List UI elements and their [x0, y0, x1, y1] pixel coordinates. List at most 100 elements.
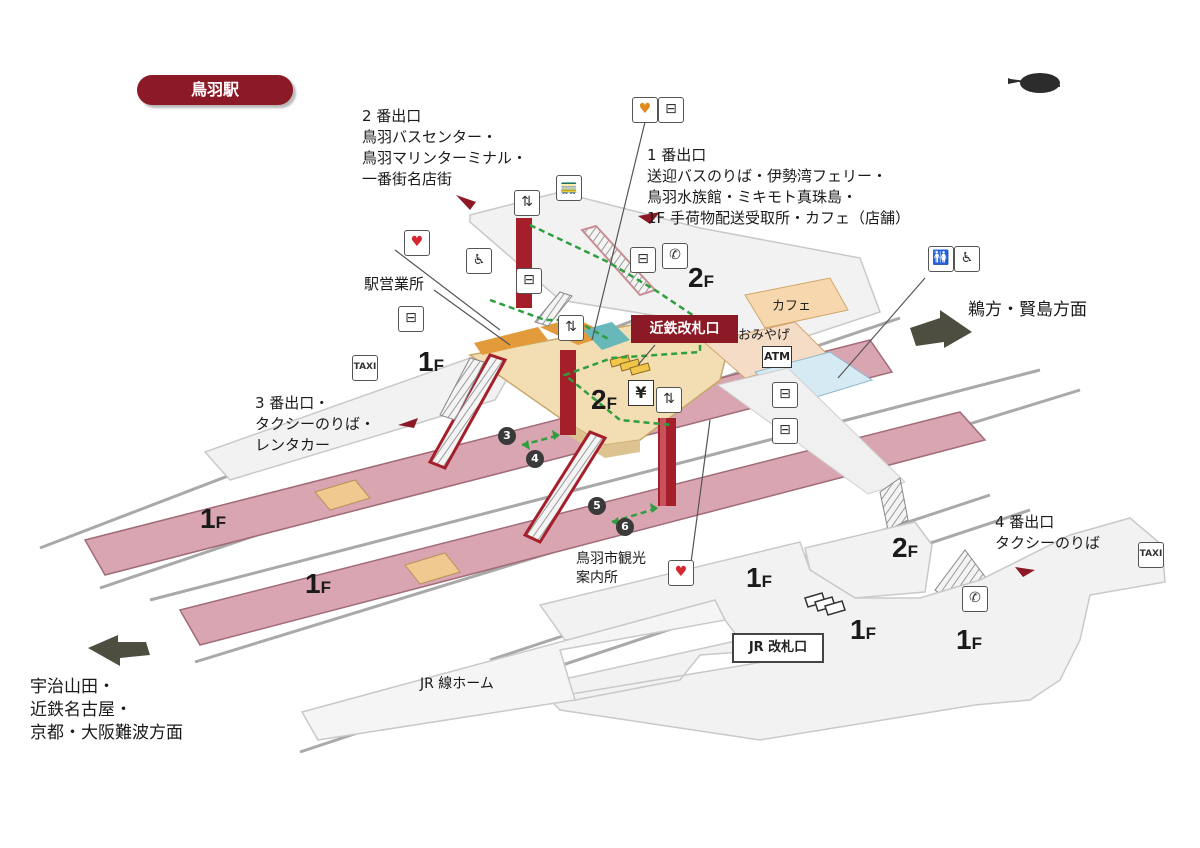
- heart-icon: ♥: [632, 97, 658, 123]
- station-title: 鳥羽駅: [137, 75, 293, 105]
- souvenir-label: おみやげ: [738, 328, 791, 343]
- floor-num: 1: [850, 614, 866, 645]
- taxi-icon: TAXI: [1138, 542, 1164, 568]
- floor-num: 1: [305, 568, 321, 599]
- bus-icon: 🚃: [556, 175, 582, 201]
- taxi-icon: TAXI: [352, 355, 378, 381]
- locker-icon: ⊟: [398, 306, 424, 332]
- exit-2-line-2: 鳥羽バスセンター・: [362, 128, 498, 146]
- platform-5-6: [178, 411, 987, 646]
- floor-label-1f-jr-a: 1F: [746, 562, 772, 594]
- direction-east: 鵜方・賢島方面: [968, 300, 1087, 320]
- elevator-icon: ⇅: [514, 190, 540, 216]
- exit-2-line-3: 鳥羽マリンターミナル・: [362, 149, 528, 167]
- exit-4-line-1: 4 番出口: [995, 513, 1055, 531]
- floor-suffix: F: [320, 578, 331, 597]
- locker-icon: ⊟: [772, 382, 798, 408]
- floor-num: 2: [688, 262, 704, 293]
- jr-platform-label: JR 線ホーム: [420, 676, 494, 692]
- platform-number-3: 3: [498, 427, 516, 445]
- floor-num: 1: [956, 624, 972, 655]
- wheelchair-icon: ♿: [954, 246, 980, 272]
- phone-icon: ✆: [662, 243, 688, 269]
- locker-icon: ⊟: [658, 97, 684, 123]
- leader-lines: [394, 121, 926, 571]
- floor-label-1f-jr-c: 1F: [956, 624, 982, 656]
- locker-icon: ⊟: [772, 418, 798, 444]
- jr-platform: [300, 599, 727, 741]
- elevator-icon: ⇅: [558, 315, 584, 341]
- tourist-info-label: 鳥羽市観光 案内所: [576, 550, 646, 588]
- tourist-info-line-1: 鳥羽市観光: [576, 551, 646, 567]
- station-office-label: 駅営業所: [364, 275, 425, 293]
- exit-2-line-4: 一番街名店街: [362, 170, 453, 188]
- exit-4-label: 4 番出口 タクシーのりば: [995, 512, 1100, 554]
- floor-label-1f-jr-b: 1F: [850, 614, 876, 646]
- stairs: [427, 224, 996, 606]
- floor-num: 1: [746, 562, 762, 593]
- floor-num: 2: [591, 384, 607, 415]
- jr-gate-label: JR 改札口: [732, 633, 824, 663]
- floor-label-2f-concourse: 2F: [591, 384, 617, 416]
- arrow-east: [910, 310, 972, 348]
- cafe-label: カフェ: [772, 299, 812, 314]
- platform-marker-1: [314, 479, 371, 511]
- floor-num: 1: [418, 346, 434, 377]
- platform-number-6: 6: [616, 518, 634, 536]
- compass-icon: [1008, 73, 1061, 93]
- platform-number-4: 4: [526, 450, 544, 468]
- exit-3-line-3: レンタカー: [255, 436, 331, 454]
- exit-arrows: [398, 195, 1035, 577]
- platform-number-5: 5: [588, 497, 606, 515]
- exit-2-label: 2 番出口 鳥羽バスセンター・ 鳥羽マリンターミナル・ 一番街名店街: [362, 106, 527, 190]
- direction-west-line-3: 京都・大阪難波方面: [30, 723, 183, 743]
- cafe-area: [744, 277, 849, 329]
- locker-icon: ⊟: [630, 247, 656, 273]
- phone-icon: ✆: [962, 586, 988, 612]
- arrow-west: [88, 635, 150, 666]
- floor-num: 1: [200, 503, 216, 534]
- exit-4-line-2: タクシーのりば: [995, 534, 1101, 552]
- exit-1-line-4: 1F 手荷物配送受取所・カフェ（店舗）: [647, 209, 910, 227]
- ticket-area: [474, 327, 548, 355]
- locker-icon: ⊟: [516, 268, 542, 294]
- exit-3-line-2: タクシーのりば・: [255, 415, 376, 433]
- floor-label-1f-exit3: 1F: [418, 346, 444, 378]
- exit-1-line-1: 1 番出口: [647, 146, 707, 164]
- heart-icon: ♥: [404, 230, 430, 256]
- floor-suffix: F: [865, 624, 876, 643]
- atm-icon: ATM: [762, 346, 792, 368]
- tourist-info-line-2: 案内所: [576, 570, 618, 586]
- kintetsu-gate-label: 近鉄改札口: [631, 315, 738, 343]
- concourse-2f-front: [560, 418, 640, 458]
- floor-label-2f-north: 2F: [688, 262, 714, 294]
- floor-suffix: F: [606, 394, 617, 413]
- floor-label-1f-platform-b: 1F: [305, 568, 331, 600]
- floor-suffix: F: [433, 356, 444, 375]
- floor-suffix: F: [971, 634, 982, 653]
- exit-3-label: 3 番出口・ タクシーのりば・ レンタカー: [255, 393, 375, 456]
- elevator-icon: ⇅: [656, 387, 682, 413]
- direction-west-line-1: 宇治山田・: [30, 677, 115, 697]
- exit-3-line-1: 3 番出口・: [255, 394, 330, 412]
- toilet-icon: 🚻: [928, 246, 954, 272]
- exit-1-line-3: 鳥羽水族館・ミキモト真珠島・: [647, 188, 858, 206]
- exit-1-label: 1 番出口 送迎バスのりば・伊勢湾フェリー・ 鳥羽水族館・ミキモト真珠島・ 1F…: [647, 145, 910, 229]
- platform-marker-2: [404, 552, 461, 585]
- floor-suffix: F: [907, 542, 918, 561]
- floor-num: 2: [892, 532, 908, 563]
- yen-icon: ¥: [628, 380, 654, 406]
- exit-2-line-1: 2 番出口: [362, 107, 422, 125]
- wheelchair-icon: ♿: [466, 248, 492, 274]
- direction-west: 宇治山田・ 近鉄名古屋・ 京都・大阪難波方面: [30, 676, 183, 745]
- floor-label-1f-platform-a: 1F: [200, 503, 226, 535]
- floor-label-2f-jr: 2F: [892, 532, 918, 564]
- overpass-jr: [716, 367, 906, 495]
- jr-ticket-gates: [804, 592, 846, 616]
- heart-icon: ♥: [668, 560, 694, 586]
- floor-suffix: F: [215, 513, 226, 532]
- floor-suffix: F: [703, 272, 714, 291]
- direction-west-line-2: 近鉄名古屋・: [30, 700, 132, 720]
